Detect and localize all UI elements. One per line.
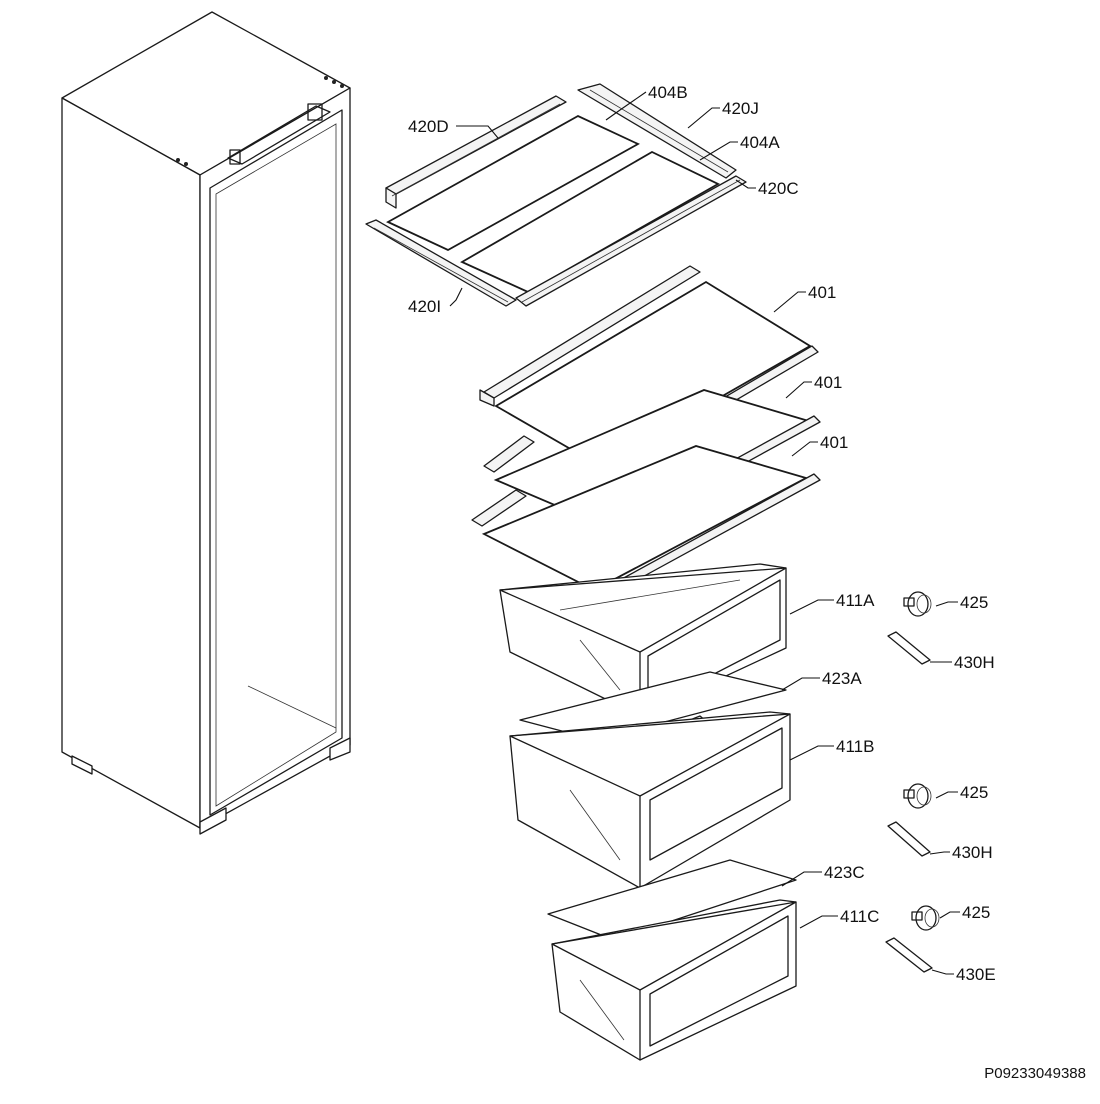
leader-lines [449, 91, 960, 975]
label-420I: 420I [408, 297, 441, 316]
label-425-c: 425 [962, 903, 990, 922]
label-411B: 411B [836, 737, 874, 756]
rail-430H-b [887, 821, 931, 857]
label-420C: 420C [758, 179, 799, 198]
crisper-drawer-411C [551, 899, 797, 1061]
roller-425-c [911, 905, 940, 931]
label-430E: 430E [956, 965, 996, 984]
document-id: P09233049388 [984, 1065, 1086, 1082]
label-411A: 411A [836, 591, 875, 610]
refrigerator-cabinet [61, 11, 351, 835]
label-401-shelf1: 401 [808, 283, 836, 302]
label-411C: 411C [840, 907, 879, 926]
top-shelf-assembly [365, 83, 747, 307]
label-420J: 420J [722, 99, 759, 118]
crisper-drawer-411B [509, 711, 791, 889]
label-404A: 404A [740, 133, 780, 152]
roller-425-b [903, 783, 932, 809]
label-425-b: 425 [960, 783, 988, 802]
label-404B: 404B [648, 83, 688, 102]
label-425-a: 425 [960, 593, 988, 612]
part-labels: 420D 404B 420J 404A 420C 420I 401 401 40… [408, 83, 996, 984]
rail-430H-a [887, 631, 931, 665]
label-401-shelf2: 401 [814, 373, 842, 392]
glass-shelf-3 [471, 445, 821, 599]
label-423C: 423C [824, 863, 865, 882]
label-401-shelf3: 401 [820, 433, 848, 452]
roller-425-a [903, 591, 932, 617]
label-430H-a: 430H [954, 653, 995, 672]
rail-430E [885, 937, 933, 973]
label-423A: 423A [822, 669, 862, 688]
label-430H-b: 430H [952, 843, 993, 862]
label-420D: 420D [408, 117, 449, 136]
